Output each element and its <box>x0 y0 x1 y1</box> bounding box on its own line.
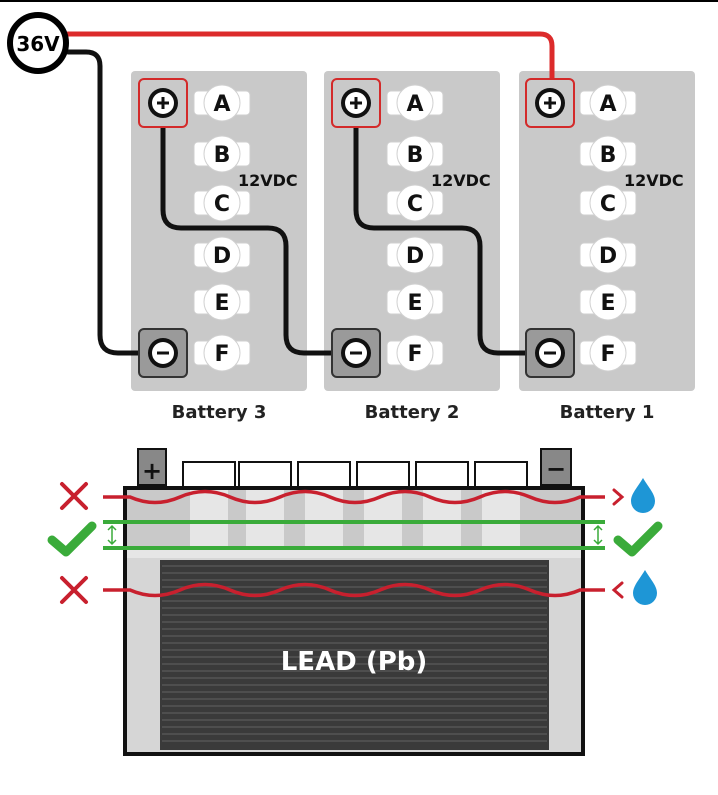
battery-1 <box>519 71 695 391</box>
battery-cross-section: + − LEAD (Pb) <box>103 448 605 756</box>
plus-icon <box>350 97 362 109</box>
cell-label: C <box>407 192 423 217</box>
positive-post-symbol: + <box>142 457 162 485</box>
cell-label: B <box>600 143 617 168</box>
plate-label: LEAD (Pb) <box>281 647 428 677</box>
battery-voltage-label: 12VDC <box>431 171 491 190</box>
water-drop-icon <box>633 570 657 605</box>
overfill-level-line <box>103 489 605 505</box>
cell-label: E <box>214 291 229 316</box>
cell-label: C <box>214 192 230 217</box>
cross-icon <box>60 482 88 510</box>
series-link-3-to-2 <box>160 115 355 356</box>
plus-icon <box>544 97 556 109</box>
cell-label: A <box>213 92 230 117</box>
cell-label: F <box>214 342 229 367</box>
cell-label: A <box>406 92 423 117</box>
plus-icon <box>157 97 169 109</box>
cell-label: F <box>407 342 422 367</box>
battery-voltage-label: 12VDC <box>624 171 684 190</box>
battery-name: Battery 2 <box>365 402 460 423</box>
cell-label: A <box>599 92 616 117</box>
less-than-icon <box>611 581 624 599</box>
check-icon <box>47 521 97 557</box>
cell-label: D <box>406 244 424 269</box>
battery-1-body <box>519 71 695 391</box>
cell-label: F <box>600 342 615 367</box>
cell-label: E <box>600 291 615 316</box>
total-voltage-label: 36V <box>16 32 60 56</box>
level-indicators <box>47 478 663 605</box>
cell-label: B <box>214 143 231 168</box>
cell-label: E <box>407 291 422 316</box>
cell-label: D <box>599 244 617 269</box>
top-border <box>0 0 718 2</box>
negative-terminals <box>138 328 575 378</box>
water-drop-icon <box>631 478 655 513</box>
correct-level-band <box>103 520 605 550</box>
negative-lead-wire <box>65 49 161 356</box>
battery-name: Battery 1 <box>560 402 655 423</box>
cross-icon <box>60 576 88 604</box>
greater-than-icon <box>612 488 625 506</box>
battery-name: Battery 3 <box>172 402 267 423</box>
battery-2-body <box>324 71 500 391</box>
voltage-badge: 36V <box>7 12 69 74</box>
lead-plates <box>160 560 549 750</box>
battery-2 <box>324 71 500 391</box>
range-arrow-icon <box>107 524 117 546</box>
battery-3-body <box>131 71 307 391</box>
check-icon <box>613 521 663 557</box>
negative-post <box>540 448 572 486</box>
battery-voltage-label: 12VDC <box>238 171 298 190</box>
negative-post-symbol: − <box>546 455 566 483</box>
vent-caps <box>182 461 528 491</box>
range-arrow-icon <box>593 524 603 546</box>
positive-post <box>137 448 167 486</box>
underfill-level-line <box>103 582 605 598</box>
cell-label: C <box>600 192 616 217</box>
positive-terminals <box>138 78 575 128</box>
battery-3 <box>131 71 307 391</box>
positive-lead-wire <box>65 31 555 89</box>
cell-label: D <box>213 244 231 269</box>
series-link-2-to-1 <box>353 115 548 356</box>
cell-label: B <box>407 143 424 168</box>
